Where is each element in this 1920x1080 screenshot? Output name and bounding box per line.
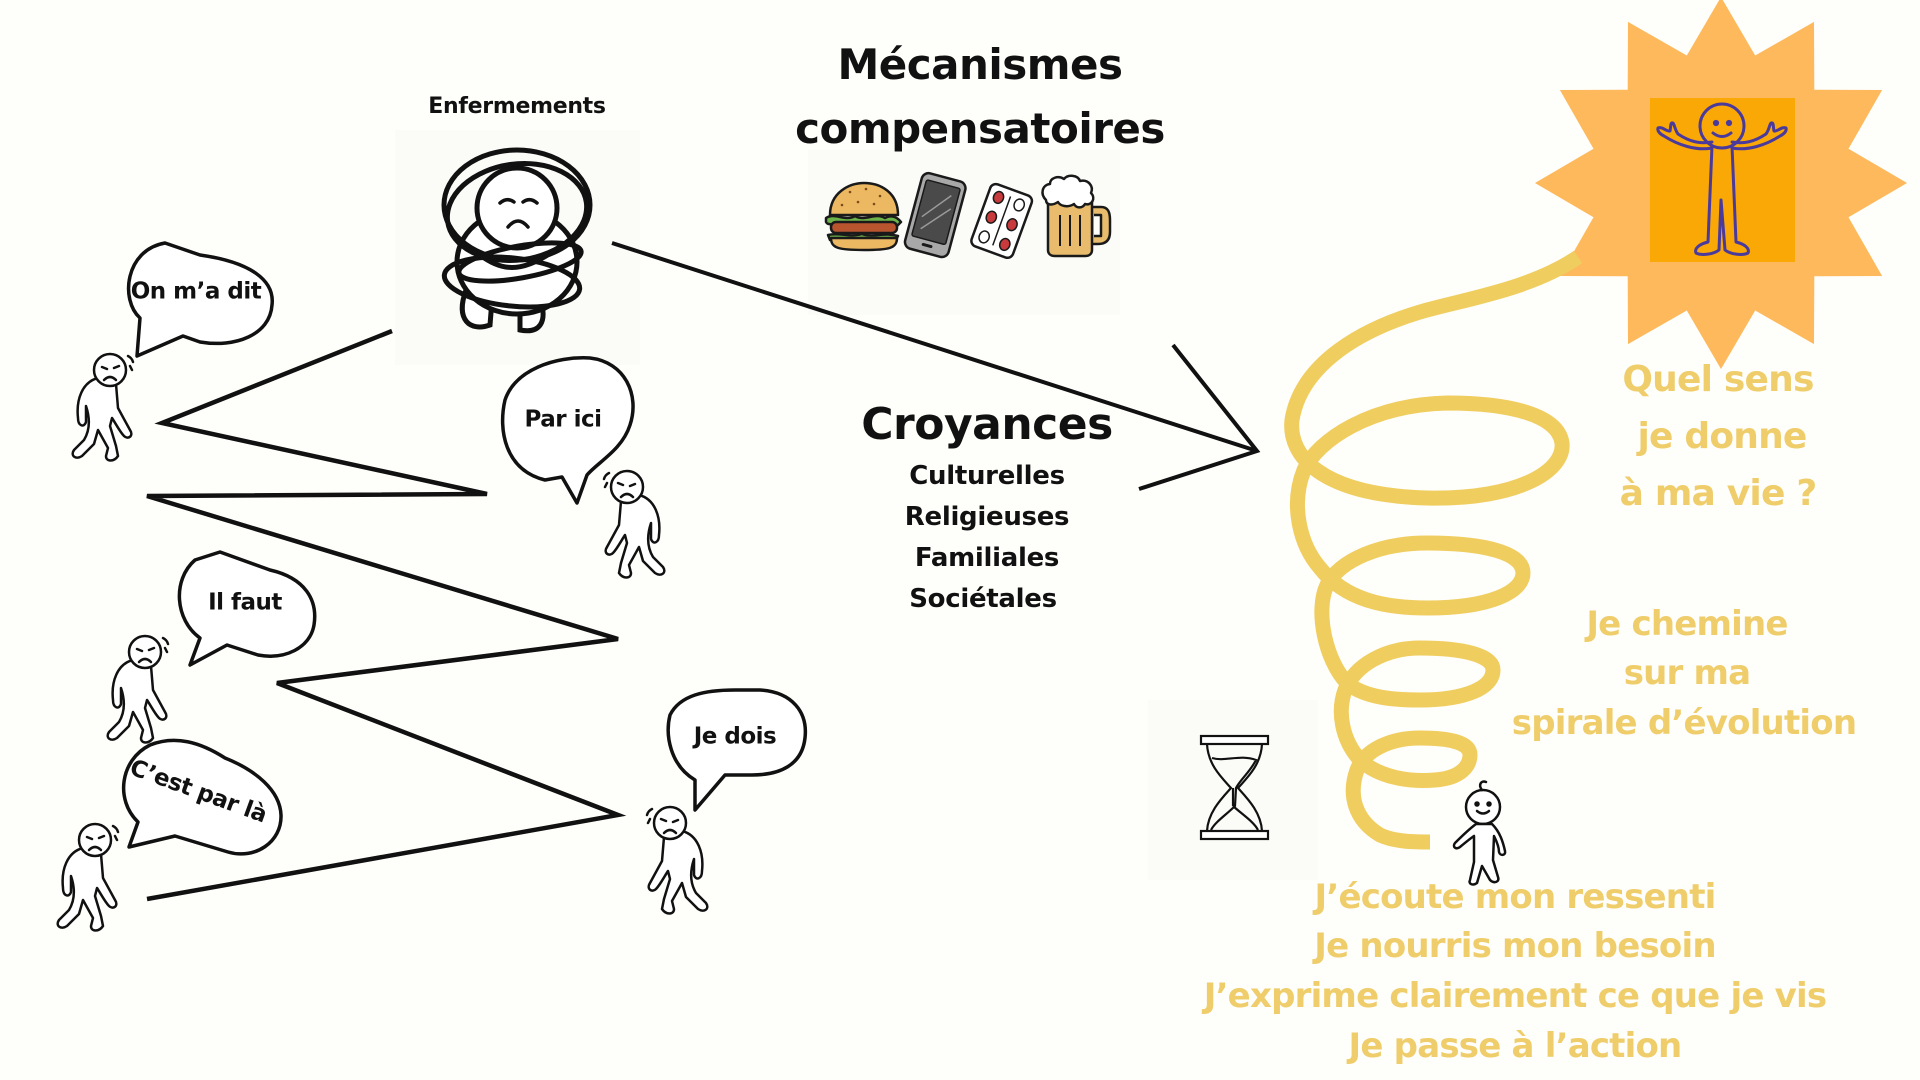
arrow-head	[1138, 343, 1261, 491]
action-line: Je nourris mon besoin	[1314, 926, 1716, 966]
bubble-text-je-dois: Je dois	[693, 723, 777, 750]
bubble-je-dois	[666, 688, 808, 812]
bubble-on-ma-dit	[126, 241, 274, 358]
sun-burst-icon	[1535, 0, 1907, 369]
question-line: Quel sens	[1622, 359, 1814, 400]
sad-walker-4	[56, 822, 120, 932]
bubble-cest-par-la	[121, 738, 283, 856]
zigzag-path	[146, 328, 627, 902]
bubble-par-ici	[500, 356, 635, 505]
pills-icon	[970, 182, 1034, 260]
happy-person-arms-open-icon	[1656, 102, 1788, 256]
spiral-path	[1284, 250, 1583, 850]
sad-walker-1	[71, 352, 135, 462]
question-line: à ma vie ?	[1619, 473, 1818, 514]
walking-child-icon	[1452, 780, 1507, 886]
action-line: Je passe à l’action	[1348, 1026, 1683, 1066]
beer-mug-icon	[1041, 174, 1112, 258]
bubble-text-on-ma-dit: On m’a dit	[130, 278, 262, 305]
journey-line: spirale d’évolution	[1511, 703, 1857, 743]
journey-line: sur ma	[1623, 653, 1751, 693]
enclosure-label: Enfermements	[428, 94, 606, 119]
title-line-2: compensatoires	[795, 104, 1165, 153]
smartphone-icon	[903, 171, 967, 259]
question-line: je donne	[1637, 416, 1807, 457]
bubble-il-faut	[177, 550, 317, 667]
belief-item: Religieuses	[904, 502, 1070, 532]
sad-walker-5	[645, 805, 709, 915]
belief-item: Sociétales	[909, 584, 1057, 614]
belief-item: Familiales	[914, 543, 1060, 573]
burger-icon	[824, 181, 903, 252]
title-line-1: Mécanismes	[837, 40, 1123, 89]
action-line: J’exprime clairement ce que je vis	[1203, 976, 1827, 1016]
bubble-text-il-faut: Il faut	[208, 589, 282, 616]
action-line: J’écoute mon ressenti	[1314, 877, 1717, 917]
journey-line: Je chemine	[1586, 604, 1788, 644]
sad-walker-3	[106, 634, 170, 744]
speech-bubble-shapes	[121, 241, 808, 856]
tangled-sad-person-icon	[441, 147, 593, 334]
beliefs-heading: Croyances	[861, 399, 1113, 450]
sad-walker-2	[602, 469, 666, 579]
belief-item: Culturelles	[909, 461, 1065, 491]
sad-walkers	[56, 352, 709, 932]
bubble-text-par-ici: Par ici	[524, 406, 602, 433]
hourglass-icon	[1199, 734, 1270, 841]
path-to-spiral-line	[611, 241, 1258, 453]
